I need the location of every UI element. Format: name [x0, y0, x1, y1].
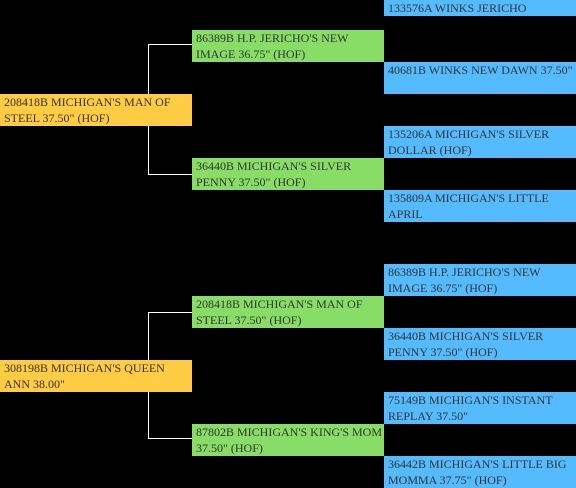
entry-label: 135206A MICHIGAN'S SILVER DOLLAR (HOF)	[388, 127, 550, 157]
entry-label: 36442B MICHIGAN'S LITTLE BIG MOMMA 37.75…	[388, 457, 567, 487]
pedigree-grandparent-1-c[interactable]: 135206A MICHIGAN'S SILVER DOLLAR (HOF)	[384, 126, 576, 158]
entry-label: 86389B H.P. JERICHO'S NEW IMAGE 36.75" (…	[196, 31, 349, 61]
pedigree-parent-1-dam[interactable]: 36440B MICHIGAN'S SILVER PENNY 37.50" (H…	[192, 158, 384, 190]
pedigree-parent-2-sire[interactable]: 208418B MICHIGAN'S MAN OF STEEL 37.50" (…	[192, 296, 384, 328]
entry-label: 40681B WINKS NEW DAWN 37.50"	[388, 63, 573, 77]
entry-label: 36440B MICHIGAN'S SILVER PENNY 37.50" (H…	[388, 329, 544, 359]
pedigree-grandparent-1-a[interactable]: 133576A WINKS JERICHO	[384, 0, 576, 16]
entry-label: 308198B MICHIGAN'S QUEEN ANN 38.00"	[4, 361, 165, 391]
pedigree-root-1[interactable]: 208418B MICHIGAN'S MAN OF STEEL 37.50" (…	[0, 94, 192, 126]
pedigree-grandparent-1-d[interactable]: 135809A MICHIGAN'S LITTLE APRIL	[384, 190, 576, 222]
pedigree-grandparent-2-a[interactable]: 86389B H.P. JERICHO'S NEW IMAGE 36.75" (…	[384, 264, 576, 296]
pedigree-grandparent-2-c[interactable]: 75149B MICHIGAN'S INSTANT REPLAY 37.50"	[384, 392, 576, 424]
pedigree-grandparent-2-b[interactable]: 36440B MICHIGAN'S SILVER PENNY 37.50" (H…	[384, 328, 576, 360]
pedigree-parent-2-dam[interactable]: 87802B MICHIGAN'S KING'S MOM 37.50" (HOF…	[192, 424, 384, 456]
entry-label: 133576A WINKS JERICHO	[388, 1, 527, 15]
pedigree-root-2[interactable]: 308198B MICHIGAN'S QUEEN ANN 38.00"	[0, 360, 192, 392]
pedigree-parent-1-sire[interactable]: 86389B H.P. JERICHO'S NEW IMAGE 36.75" (…	[192, 30, 384, 62]
entry-label: 208418B MICHIGAN'S MAN OF STEEL 37.50" (…	[4, 95, 171, 125]
entry-label: 208418B MICHIGAN'S MAN OF STEEL 37.50" (…	[196, 297, 363, 327]
entry-label: 135809A MICHIGAN'S LITTLE APRIL	[388, 191, 549, 221]
pedigree-grandparent-2-d[interactable]: 36442B MICHIGAN'S LITTLE BIG MOMMA 37.75…	[384, 456, 576, 488]
entry-label: 75149B MICHIGAN'S INSTANT REPLAY 37.50"	[388, 393, 553, 423]
pedigree-grandparent-1-b[interactable]: 40681B WINKS NEW DAWN 37.50"	[384, 62, 576, 94]
entry-label: 87802B MICHIGAN'S KING'S MOM 37.50" (HOF…	[196, 425, 383, 455]
entry-label: 36440B MICHIGAN'S SILVER PENNY 37.50" (H…	[196, 159, 352, 189]
entry-label: 86389B H.P. JERICHO'S NEW IMAGE 36.75" (…	[388, 265, 541, 295]
